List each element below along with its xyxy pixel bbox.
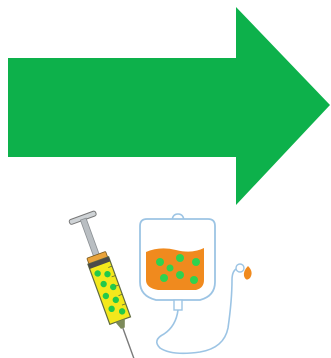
iv-drip xyxy=(244,266,252,280)
syringe-icon xyxy=(69,211,147,358)
right-arrow-icon xyxy=(8,7,330,205)
iv-bag-icon xyxy=(140,214,252,353)
